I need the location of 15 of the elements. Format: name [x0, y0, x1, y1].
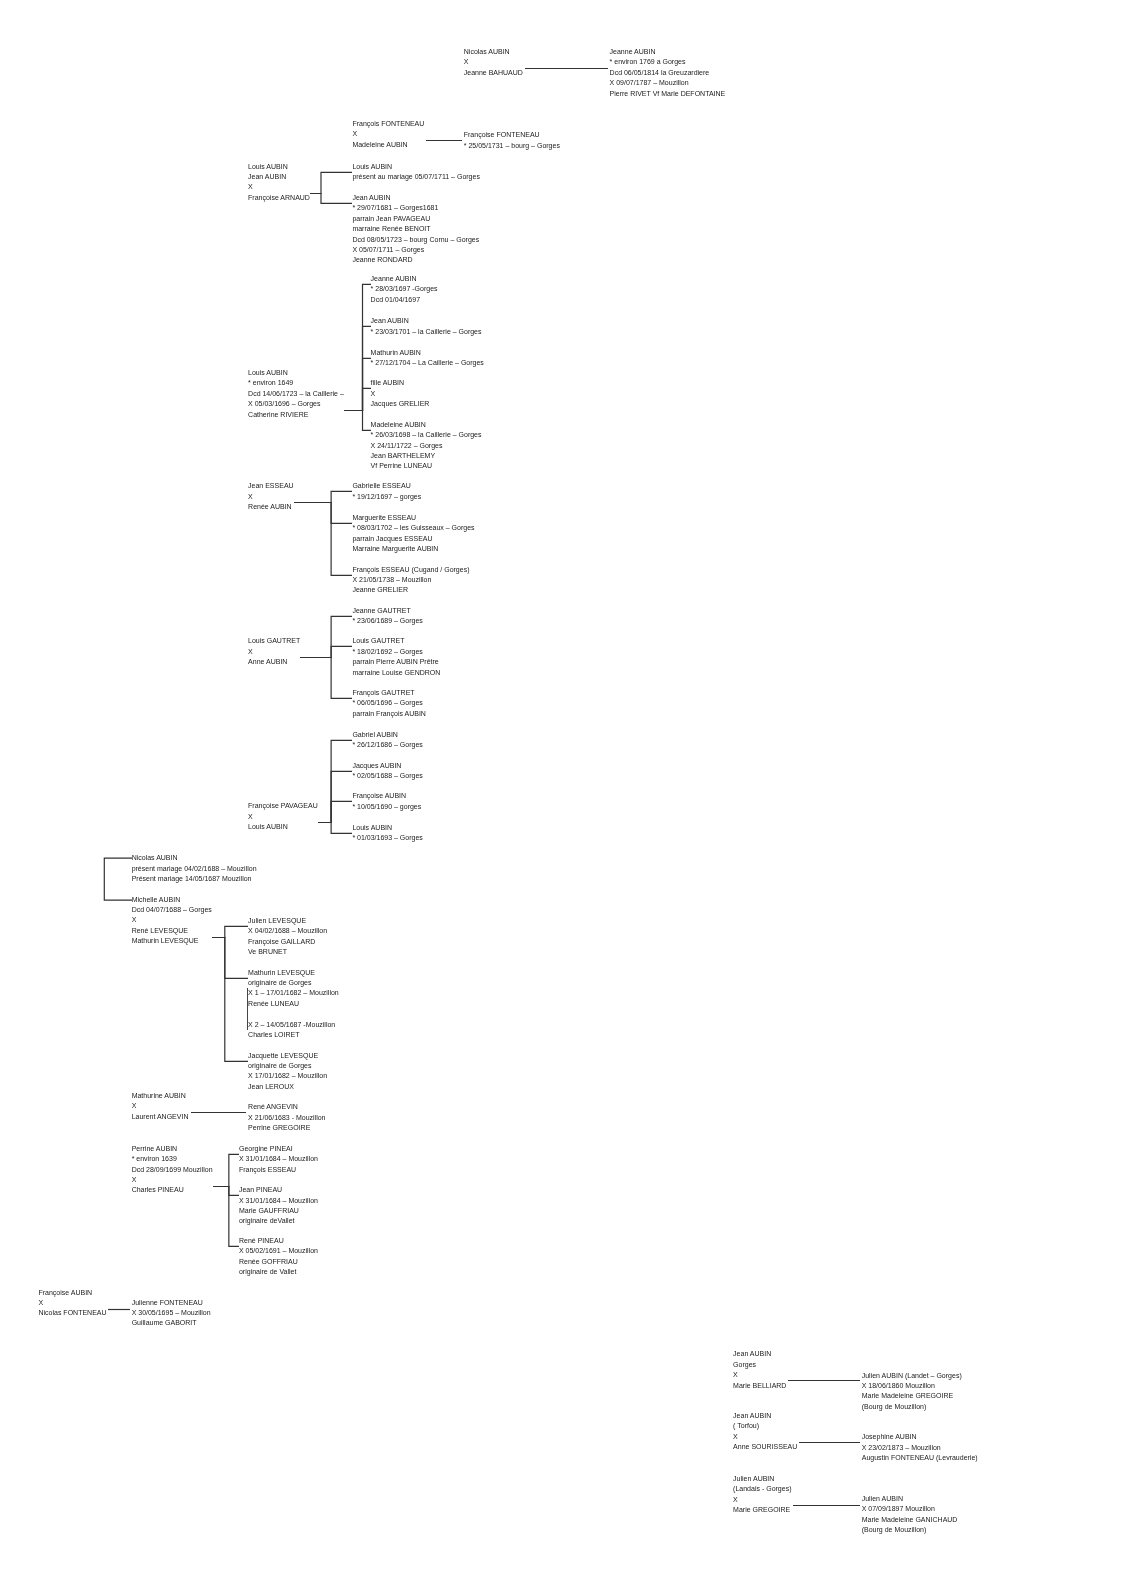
connector-line [107, 1308, 131, 1311]
connector-line [798, 1441, 861, 1444]
connector-line [524, 67, 609, 70]
connector-line [792, 1504, 861, 1507]
connector-line [787, 1379, 861, 1382]
connector-line [299, 656, 353, 699]
connector-line [309, 192, 353, 204]
connector-line [425, 139, 463, 142]
connector-line [343, 409, 372, 431]
connector-line [190, 1111, 247, 1114]
connector-line [293, 501, 353, 576]
connector-line [211, 936, 249, 1062]
connector-line [317, 821, 353, 834]
connector-line [212, 1185, 240, 1247]
connector-line [103, 857, 133, 901]
